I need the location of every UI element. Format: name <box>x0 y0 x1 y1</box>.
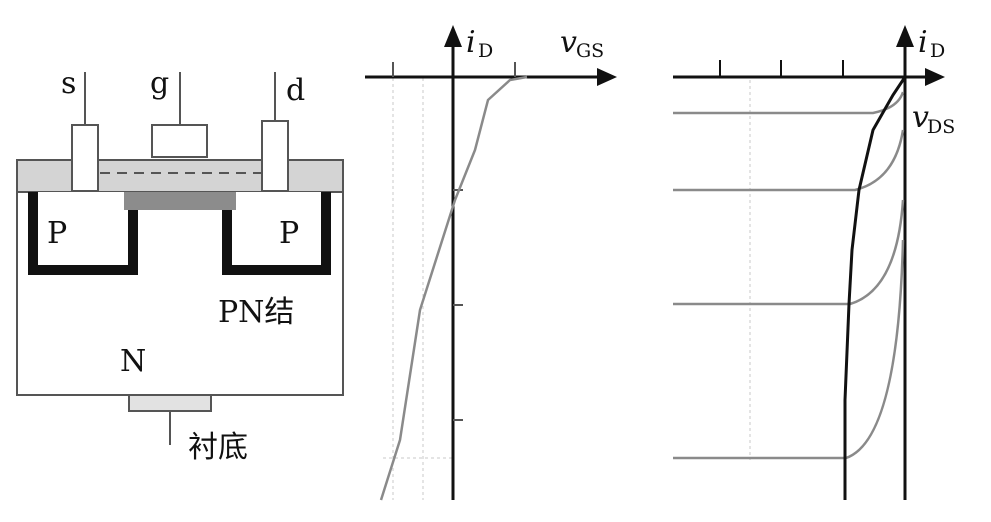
output-vds-arrow <box>925 68 945 86</box>
transfer-characteristic-plot: i D v GS <box>365 25 617 501</box>
source-contact <box>71 124 99 192</box>
transfer-curve <box>379 75 528 501</box>
output-y-var: i <box>918 25 928 60</box>
oxide-layer <box>16 159 344 193</box>
transfer-y-sub: D <box>478 40 493 62</box>
drain-contact <box>261 120 289 192</box>
left-p-region <box>38 192 128 265</box>
output-curve-4 <box>673 239 905 460</box>
gate-label: g <box>150 66 169 101</box>
left-p-label: P <box>47 216 67 251</box>
output-saturation-boundary <box>843 76 907 500</box>
transfer-x-var: v <box>560 25 577 60</box>
right-p-label: P <box>279 216 299 251</box>
channel-region <box>124 192 236 210</box>
drain-label: d <box>286 73 305 108</box>
transfer-vgs-arrow <box>597 68 617 86</box>
substrate-contact <box>128 394 212 412</box>
source-label: s <box>61 66 76 101</box>
n-bulk-label: N <box>120 344 146 379</box>
output-curve-3 <box>673 199 905 306</box>
left-pn-junction <box>28 192 138 275</box>
gate-contact <box>151 124 208 158</box>
output-curve-1 <box>673 91 905 115</box>
transfer-x-sub: GS <box>576 40 604 62</box>
output-id-arrow <box>896 25 914 47</box>
mosfet-cross-section: s g d P P PN结 N 衬底 <box>16 66 344 465</box>
right-pn-junction <box>222 192 331 275</box>
output-curve-2 <box>673 129 905 192</box>
output-x-sub: DS <box>927 116 955 138</box>
transfer-id-arrow <box>444 25 462 47</box>
output-y-sub: D <box>930 40 945 62</box>
output-x-var: v <box>912 100 929 135</box>
substrate-label: 衬底 <box>188 430 248 465</box>
transfer-y-var: i <box>466 25 476 60</box>
output-characteristic-plot: i D v DS <box>673 25 955 500</box>
pn-junction-label: PN结 <box>218 295 294 330</box>
right-p-region <box>232 192 321 265</box>
